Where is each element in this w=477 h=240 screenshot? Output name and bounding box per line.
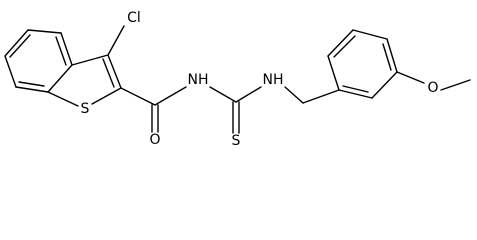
atom-label-layer: Cl S O NH S NH O — [81, 10, 439, 149]
bond — [338, 89, 373, 99]
molecule-diagram: Cl S O NH S NH O — [4, 10, 471, 149]
carbonyl-oxygen-atom-label: O — [149, 132, 160, 148]
bond — [107, 54, 122, 89]
bond — [107, 25, 125, 56]
ring-sulfur-atom-label: S — [81, 101, 90, 117]
bond — [15, 86, 49, 93]
bond — [47, 91, 79, 107]
bond — [27, 29, 62, 34]
bond — [47, 64, 73, 93]
amide-nitrogen-atom-label: NH — [188, 72, 209, 88]
bond — [382, 43, 392, 71]
bond — [120, 87, 156, 106]
chlorine-atom-label: Cl — [127, 10, 141, 26]
bond — [9, 34, 31, 58]
bond — [333, 35, 356, 58]
bond — [386, 38, 398, 73]
bond — [327, 29, 354, 57]
bond — [91, 87, 122, 105]
bond — [102, 58, 115, 88]
ether-oxygen-atom-label: O — [427, 80, 438, 96]
bond — [371, 71, 398, 99]
bond — [235, 86, 262, 103]
bond — [4, 29, 29, 57]
bond — [4, 55, 17, 88]
bond — [18, 81, 45, 87]
thio-sulfur-atom-label: S — [232, 133, 241, 149]
structure-canvas: Cl S O NH S NH O — [4, 10, 471, 149]
bond — [342, 85, 369, 93]
bond — [154, 86, 187, 106]
bond — [396, 71, 425, 84]
amine-nitrogen-atom-label: NH — [263, 72, 284, 88]
bond — [71, 54, 109, 66]
bond — [209, 86, 237, 103]
bond — [302, 89, 340, 104]
bond — [60, 32, 73, 66]
bond — [55, 36, 67, 66]
bond-layer — [4, 25, 471, 134]
bond — [284, 86, 304, 104]
bond — [352, 29, 388, 40]
bond — [327, 55, 340, 91]
bond — [440, 79, 471, 91]
